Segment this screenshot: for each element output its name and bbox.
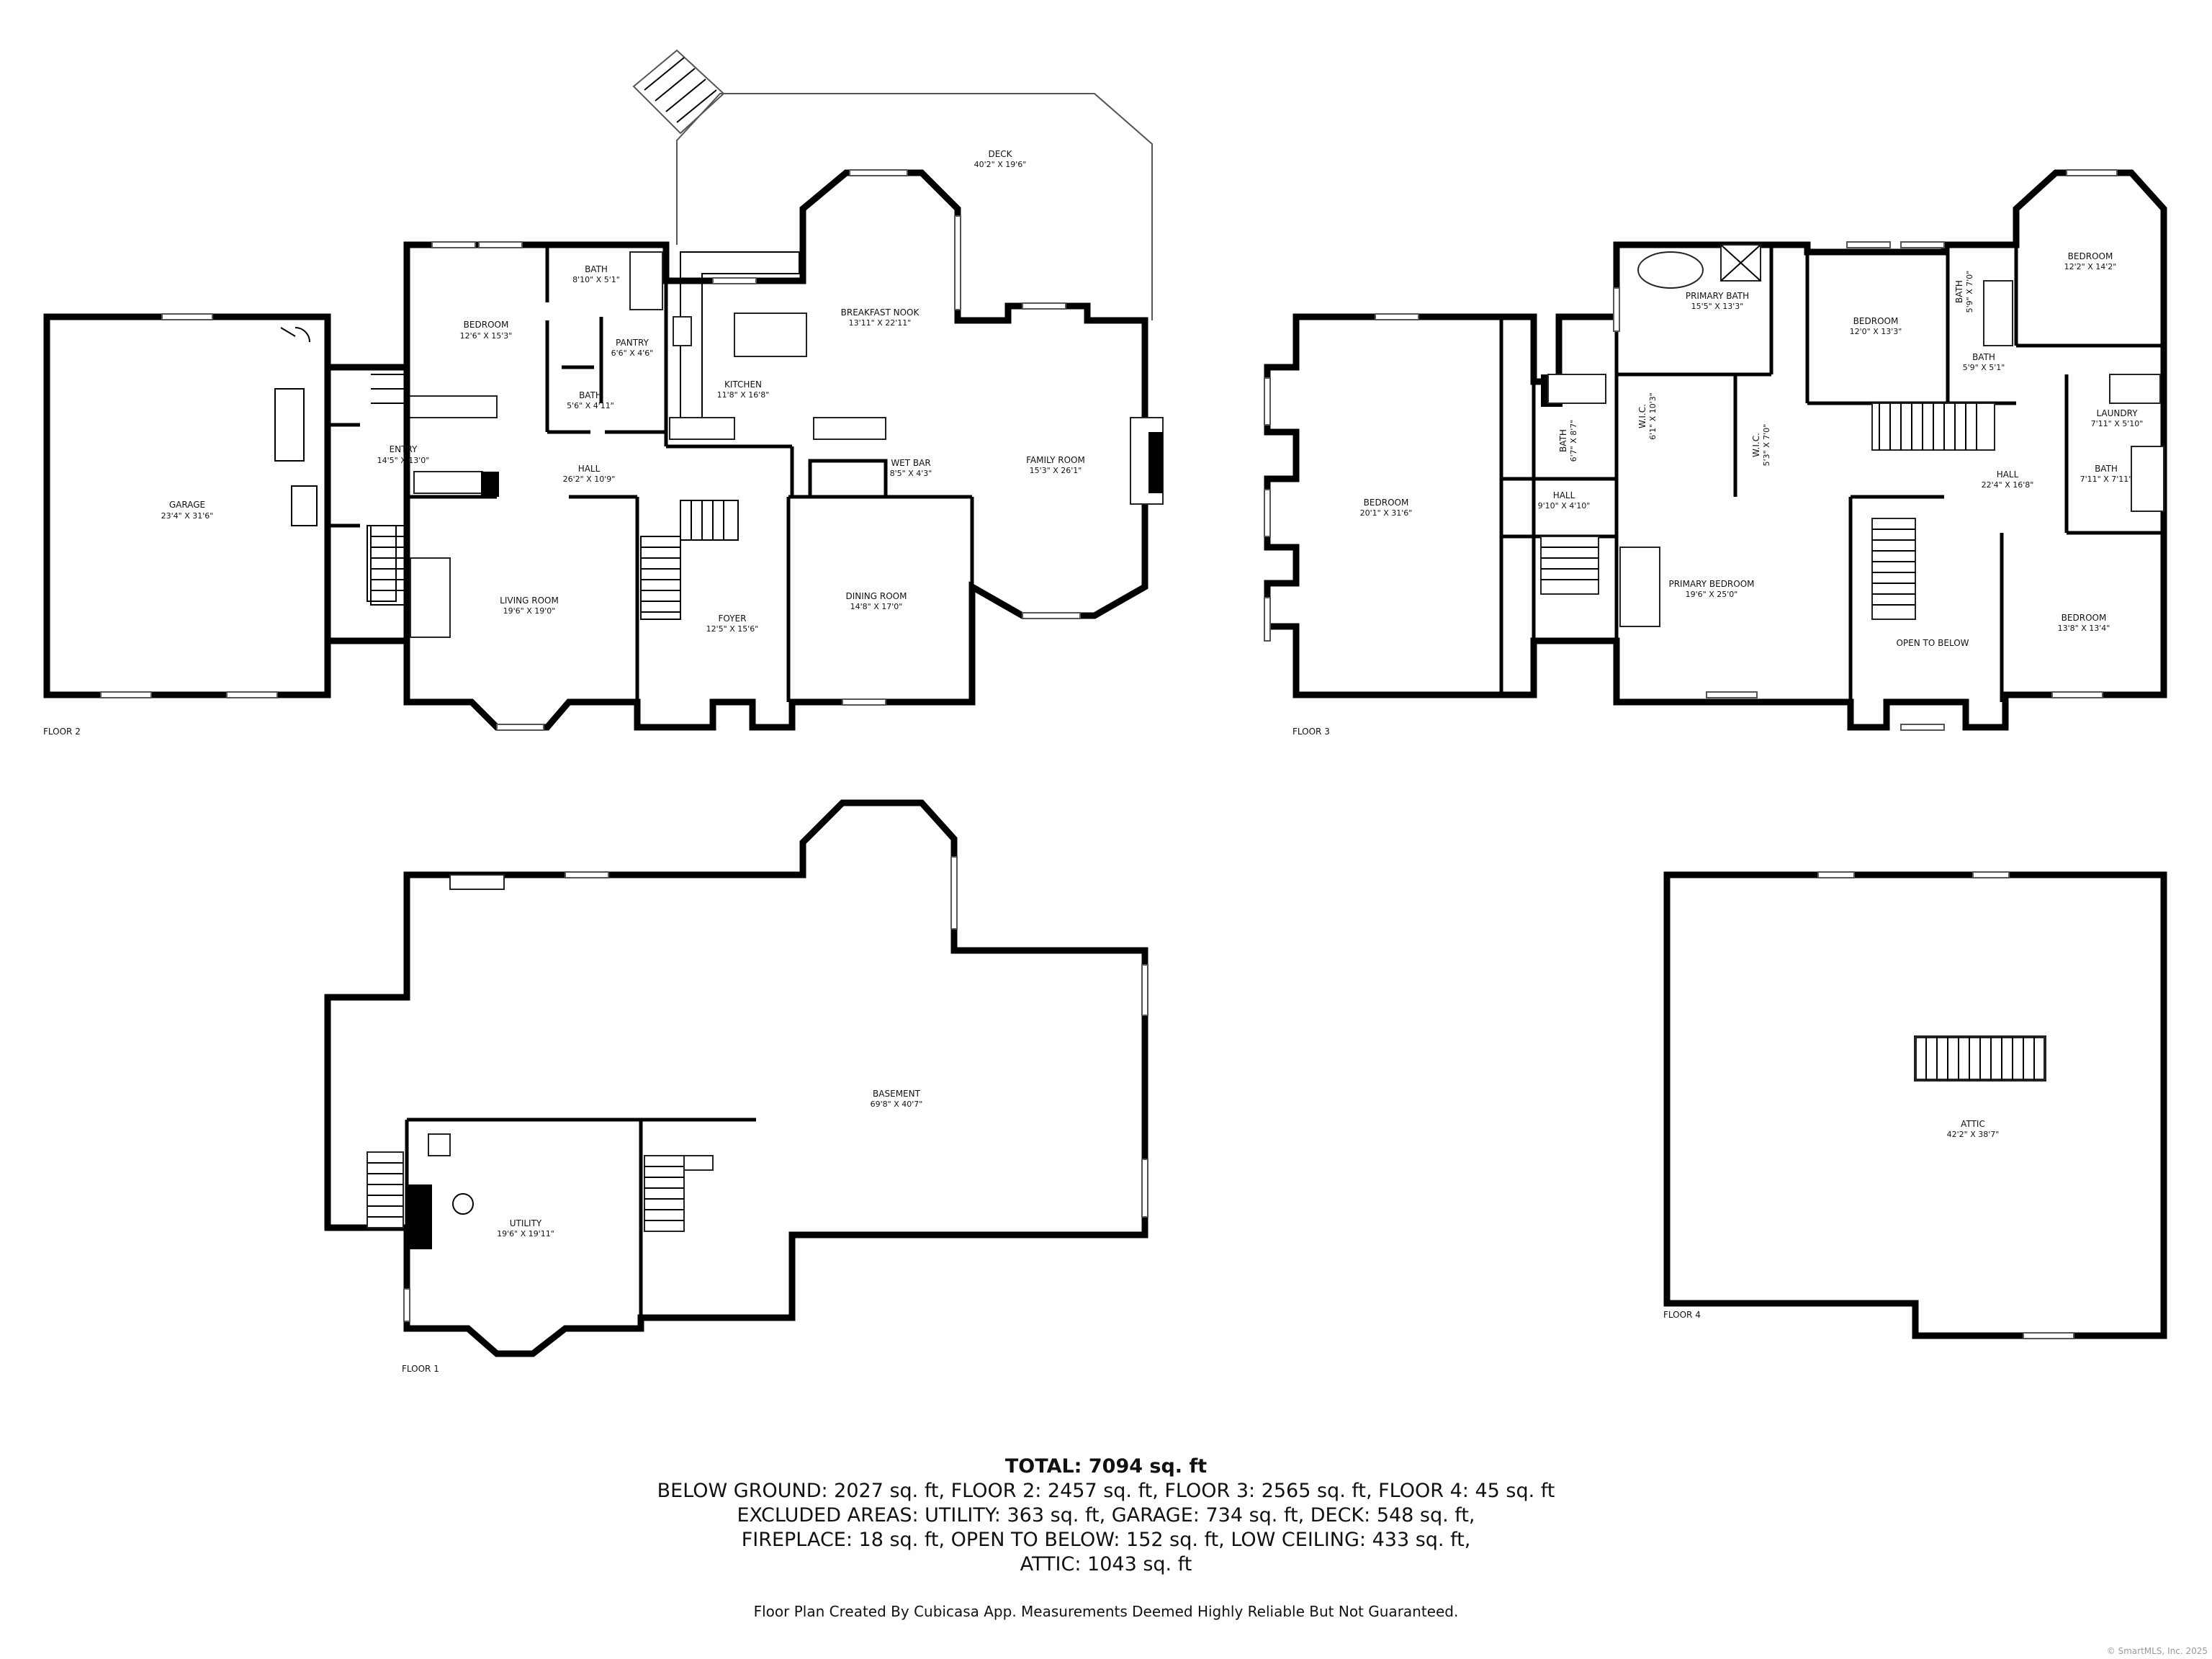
floor-2-label: FLOOR 2 xyxy=(43,727,81,737)
label-laundry: LAUNDRY xyxy=(2096,408,2138,418)
label-bedroom-f3c: BEDROOM xyxy=(2068,251,2113,261)
dim-bath-f3c: 5'9" X 5'1" xyxy=(1963,363,2005,372)
dim-foyer: 12'5" X 15'6" xyxy=(706,624,759,634)
label-bedroom-f3-big: BEDROOM xyxy=(1364,498,1409,508)
label-entry: ENTRY xyxy=(390,444,418,454)
label-bath-f3a: BATH xyxy=(1558,429,1568,452)
dim-family-room: 15'3" X 26'1" xyxy=(1030,466,1082,475)
dim-bath-f2b: 5'6" X 4'11" xyxy=(567,401,614,410)
floor-1-label: FLOOR 1 xyxy=(402,1364,439,1374)
total-area: TOTAL: 7094 sq. ft xyxy=(1004,1455,1208,1478)
floor-3-fixtures xyxy=(1540,244,2164,627)
label-bedroom-f2: BEDROOM xyxy=(464,320,509,330)
floor-1-plan: UTILITY 19'6" X 19'11" BASEMENT 69'8" X … xyxy=(324,799,1148,1374)
deck-area xyxy=(632,49,1153,320)
label-living-room: LIVING ROOM xyxy=(500,595,559,606)
label-wet-bar: WET BAR xyxy=(891,458,930,468)
dim-attic: 42'2" X 38'7" xyxy=(1947,1130,2000,1139)
label-deck: DECK xyxy=(988,149,1012,159)
dim-breakfast-nook: 13'11" X 22'11" xyxy=(849,318,912,328)
label-utility: UTILITY xyxy=(510,1218,542,1228)
label-hall-f3a: HALL xyxy=(1553,490,1575,500)
dim-garage: 23'4" X 31'6" xyxy=(161,511,214,521)
dim-bedroom-f2: 12'6" X 15'3" xyxy=(460,331,513,341)
label-pantry: PANTRY xyxy=(616,338,649,348)
label-garage: GARAGE xyxy=(169,500,205,510)
label-hall-f2: HALL xyxy=(578,464,601,474)
floor-2-plan: GARAGE 23'4" X 31'6" ENTRY 14'5" X 13'0"… xyxy=(43,49,1164,737)
fireplace-living-room xyxy=(410,557,451,638)
dim-living-room: 19'6" X 19'0" xyxy=(503,606,556,616)
copyright-text: © SmartMLS, Inc. 2025 xyxy=(2106,1646,2208,1656)
garage-area xyxy=(43,313,331,698)
dim-kitchen: 11'8" X 16'8" xyxy=(717,390,770,400)
floor-3-plan: BEDROOM 20'1" X 31'6" BATH 6'7" X 8'7" W… xyxy=(1264,169,2167,737)
label-bedroom-f3d: BEDROOM xyxy=(2062,613,2107,623)
dim-bath-f3d: 7'11" X 7'11" xyxy=(2080,475,2133,484)
dim-basement: 69'8" X 40'7" xyxy=(871,1100,923,1109)
label-primary-bedroom: PRIMARY BEDROOM xyxy=(1668,579,1754,589)
label-kitchen: KITCHEN xyxy=(724,379,762,390)
dim-wic-f3b: 5'3" X 7'0" xyxy=(1762,424,1771,467)
label-breakfast-nook: BREAKFAST NOOK xyxy=(841,307,920,318)
label-bath-f3d: BATH xyxy=(2095,464,2118,474)
dim-dining-room: 14'8" X 17'0" xyxy=(850,602,903,611)
foyer-stairs xyxy=(640,500,739,620)
disclaimer-text: Floor Plan Created By Cubicasa App. Meas… xyxy=(753,1603,1459,1620)
floor-4-label: FLOOR 4 xyxy=(1663,1310,1701,1320)
label-bedroom-f3b: BEDROOM xyxy=(1853,316,1899,326)
dim-primary-bedroom: 19'6" X 25'0" xyxy=(1686,590,1738,599)
area-summary: TOTAL: 7094 sq. ft BELOW GROUND: 2027 sq… xyxy=(0,1455,2212,1577)
dim-entry: 14'5" X 13'0" xyxy=(377,456,430,465)
label-bath-f3b: BATH xyxy=(1954,280,1964,303)
dim-utility: 19'6" X 19'11" xyxy=(497,1229,554,1238)
floor-3-label: FLOOR 3 xyxy=(1292,727,1330,737)
label-attic: ATTIC xyxy=(1961,1119,1985,1129)
summary-line-3: FIREPLACE: 18 sq. ft, OPEN TO BELOW: 152… xyxy=(741,1529,1471,1551)
dim-wic-f3a: 6'1" X 10'3" xyxy=(1648,392,1658,440)
dim-wet-bar: 8'5" X 4'3" xyxy=(890,469,932,478)
label-open-to-below: OPEN TO BELOW xyxy=(1896,638,1969,648)
dim-hall-f3a: 9'10" X 4'10" xyxy=(1538,501,1591,511)
kitchen-fixtures xyxy=(629,251,886,440)
label-bath-f2a: BATH xyxy=(585,264,608,274)
dim-hall-f3b: 22'4" X 16'8" xyxy=(1982,480,2034,490)
label-bath-f3c: BATH xyxy=(1972,352,1995,362)
label-primary-bath: PRIMARY BATH xyxy=(1686,291,1749,301)
dim-bedroom-f3-big: 20'1" X 31'6" xyxy=(1360,508,1413,518)
dim-laundry: 7'11" X 5'10" xyxy=(2091,419,2144,428)
dim-bath-f3a: 6'7" X 8'7" xyxy=(1569,420,1578,462)
dim-bedroom-f3b: 12'0" X 13'3" xyxy=(1850,327,1902,336)
dim-deck: 40'2" X 19'6" xyxy=(974,160,1027,169)
dim-bath-f3b: 5'9" X 7'0" xyxy=(1965,271,1974,313)
floor-2-windows xyxy=(431,169,1081,731)
summary-line-1: BELOW GROUND: 2027 sq. ft, FLOOR 2: 2457… xyxy=(657,1480,1555,1502)
label-dining-room: DINING ROOM xyxy=(846,591,907,601)
chimney-block xyxy=(481,472,499,497)
label-family-room: FAMILY ROOM xyxy=(1026,455,1085,465)
dim-primary-bath: 15'5" X 13'3" xyxy=(1691,302,1744,311)
label-bath-f2b: BATH xyxy=(579,390,602,400)
label-wic-f3a: W.I.C. xyxy=(1637,404,1647,428)
label-wic-f3b: W.I.C. xyxy=(1751,433,1761,457)
floor-3-windows xyxy=(1264,169,2118,731)
summary-line-4: ATTIC: 1043 sq. ft xyxy=(1020,1553,1192,1575)
summary-line-2: EXCLUDED AREAS: UTILITY: 363 sq. ft, GAR… xyxy=(737,1504,1475,1527)
dim-bedroom-f3c: 12'2" X 14'2" xyxy=(2064,262,2117,271)
label-basement: BASEMENT xyxy=(873,1089,921,1099)
floor-2-main-walls xyxy=(403,169,1164,731)
dim-bath-f2a: 8'10" X 5'1" xyxy=(572,275,620,284)
dim-bedroom-f3d: 13'8" X 13'4" xyxy=(2058,624,2110,633)
floor-4-plan: ATTIC 42'2" X 38'7" FLOOR 4 xyxy=(1663,871,2167,1339)
dim-hall-f2: 26'2" X 10'9" xyxy=(563,475,616,484)
dim-pantry: 6'6" X 4'6" xyxy=(611,349,654,358)
garage-stairs xyxy=(370,525,408,606)
label-hall-f3b: HALL xyxy=(1997,469,2019,480)
label-foyer: FOYER xyxy=(719,613,747,624)
